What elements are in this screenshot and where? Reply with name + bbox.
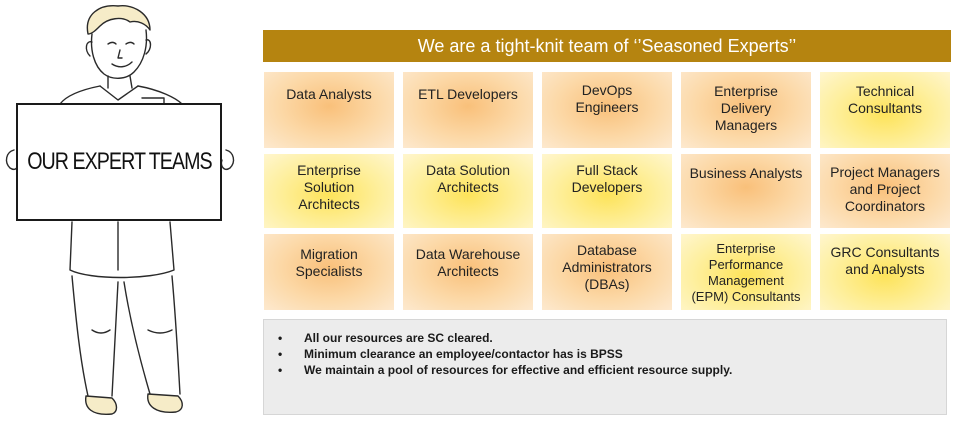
info-list: • All our resources are SC cleared. • Mini…	[278, 330, 946, 378]
team-card: ETL Developers	[403, 72, 533, 148]
team-label: Full Stack Developers	[571, 162, 643, 195]
team-card: Data Solution Architects	[403, 154, 533, 228]
sign-text: OUR EXPERT TEAMS	[26, 148, 212, 175]
team-card: DevOps Engineers	[542, 72, 672, 148]
team-label: GRC Consultants and Analysts	[830, 244, 940, 277]
info-item-text: We maintain a pool of resources for effe…	[304, 363, 733, 377]
team-label: Enterprise Solution Architects	[297, 162, 361, 212]
team-label: Project Managers and Project Coordinator…	[830, 164, 940, 214]
person-drawing	[5, 5, 235, 415]
info-item: • All our resources are SC cleared.	[278, 330, 946, 346]
info-item: • We maintain a pool of resources for eff…	[278, 362, 946, 378]
team-grid: Data Analysts ETL Developers DevOps Engi…	[264, 72, 950, 310]
team-card: Enterprise Performance Management (EPM) …	[681, 234, 811, 310]
page-title-banner: We are a tight-knit team of ‘’Seasoned E…	[263, 30, 951, 62]
bullet-icon: •	[278, 363, 283, 377]
info-item-text: Minimum clearance an employee/contactor …	[304, 347, 623, 361]
team-label: Business Analysts	[689, 165, 803, 181]
team-label: Data Warehouse Architects	[415, 246, 521, 279]
team-label: ETL Developers	[418, 86, 518, 102]
team-card: Enterprise Delivery Managers	[681, 72, 811, 148]
team-card: Data Warehouse Architects	[403, 234, 533, 310]
team-card: Data Analysts	[264, 72, 394, 148]
team-label: Enterprise Performance Management (EPM) …	[691, 241, 801, 304]
team-card: Business Analysts	[681, 154, 811, 228]
team-label: Data Solution Architects	[425, 162, 511, 195]
team-card: Project Managers and Project Coordinator…	[820, 154, 950, 228]
team-card: Migration Specialists	[264, 234, 394, 310]
team-card: Database Administrators (DBAs)	[542, 234, 672, 310]
team-label: DevOps Engineers	[575, 82, 639, 115]
team-label: Data Analysts	[286, 86, 372, 102]
team-card: Full Stack Developers	[542, 154, 672, 228]
team-card: Technical Consultants	[820, 72, 950, 148]
team-card: Enterprise Solution Architects	[264, 154, 394, 228]
team-label: Migration Specialists	[295, 246, 363, 279]
team-label: Technical Consultants	[848, 83, 922, 116]
bullet-icon: •	[278, 331, 283, 345]
team-label: Database Administrators (DBAs)	[562, 242, 652, 292]
team-card: GRC Consultants and Analysts	[820, 234, 950, 310]
bullet-icon: •	[278, 347, 283, 361]
sign-board: OUR EXPERT TEAMS	[16, 103, 222, 221]
person-illustration: OUR EXPERT TEAMS	[0, 0, 250, 426]
info-item: • Minimum clearance an employee/contactor…	[278, 346, 946, 362]
info-box: • All our resources are SC cleared. • Mini…	[263, 319, 947, 415]
team-label: Enterprise Delivery Managers	[714, 83, 778, 133]
info-item-text: All our resources are SC cleared.	[304, 331, 493, 345]
page-title: We are a tight-knit team of ‘’Seasoned E…	[417, 35, 797, 56]
